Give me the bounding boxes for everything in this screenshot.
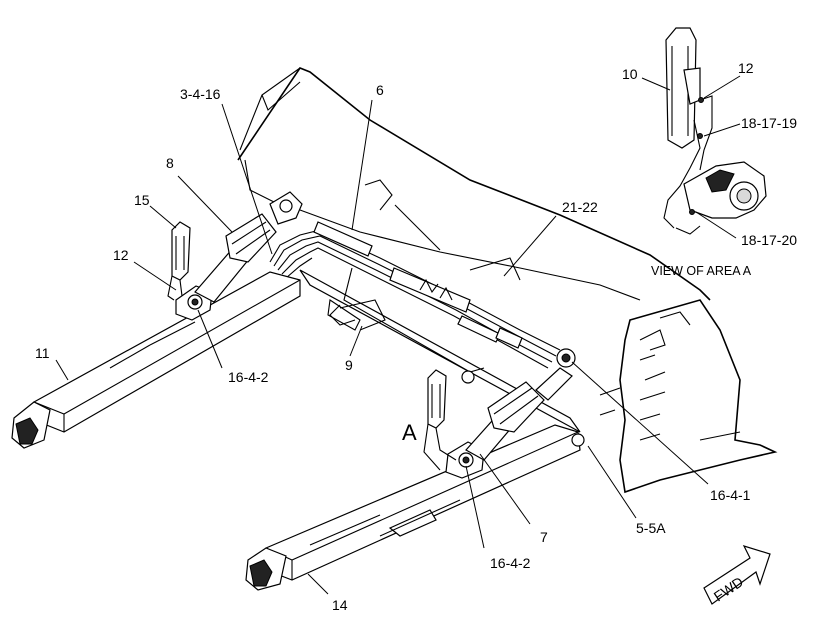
view-of-area-a-label: VIEW OF AREA A <box>651 264 752 278</box>
bucket <box>237 67 778 494</box>
callout-6: 6 <box>376 82 384 98</box>
left-lift-arm <box>11 191 303 449</box>
inset-view-area-a <box>663 27 767 235</box>
callout-16-4-2-left: 16-4-2 <box>228 369 269 385</box>
callout-8: 8 <box>166 155 174 171</box>
callout-18-17-20: 18-17-20 <box>741 232 797 248</box>
callout-21-22: 21-22 <box>562 199 598 215</box>
callout-3-4-16: 3-4-16 <box>180 86 221 102</box>
callout-12-left: 12 <box>113 247 129 263</box>
callout-12-inset: 12 <box>738 60 754 76</box>
hydraulic-lines <box>269 221 561 384</box>
callout-18-17-19: 18-17-19 <box>741 115 797 131</box>
leader-lines <box>55 75 741 595</box>
forward-arrow-icon: FWD <box>703 545 771 605</box>
callout-labels: 3-4-16 6 8 15 12 11 16-4-2 9 21-22 10 12… <box>35 60 797 613</box>
callout-5-5a: 5-5A <box>636 520 666 536</box>
callout-16-4-1: 16-4-1 <box>710 487 751 503</box>
callout-16-4-2-bottom: 16-4-2 <box>490 555 531 571</box>
callout-10: 10 <box>622 66 638 82</box>
callout-14: 14 <box>332 597 348 613</box>
callout-7: 7 <box>540 529 548 545</box>
area-a-marker: A <box>402 420 417 445</box>
right-lift-arm <box>245 348 585 591</box>
callout-15: 15 <box>134 192 150 208</box>
callout-11: 11 <box>35 345 50 361</box>
callout-9: 9 <box>345 357 353 373</box>
